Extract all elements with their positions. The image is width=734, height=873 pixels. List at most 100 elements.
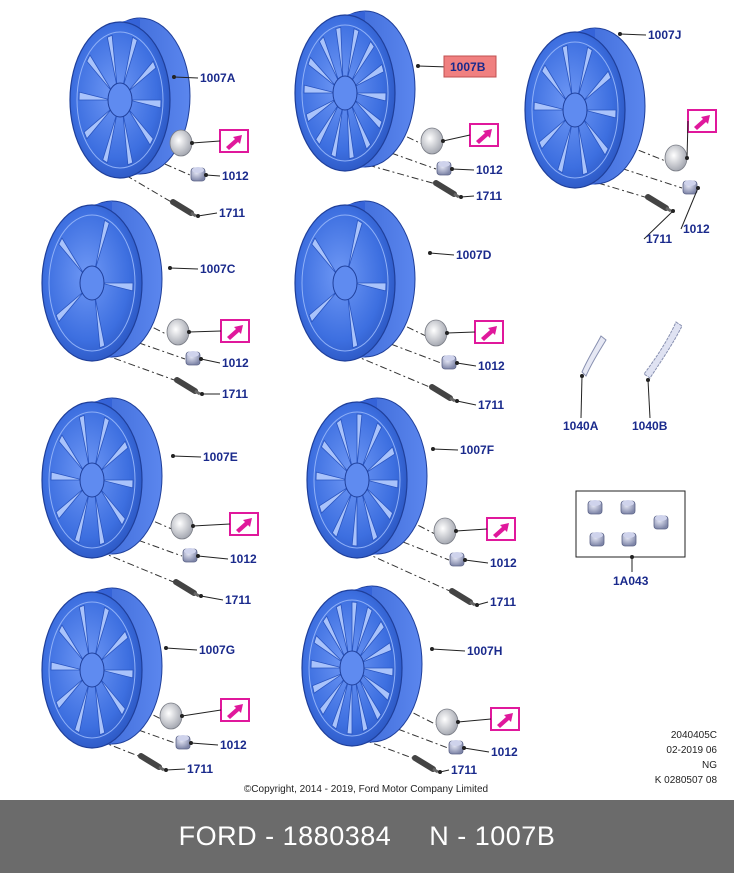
wheel-spoke [538, 117, 569, 150]
wheel-hub [562, 92, 588, 128]
wheel-rim-edge [313, 411, 401, 549]
wheel-spoke [94, 219, 110, 271]
leader-line [429, 252, 455, 256]
wheel-label: 1007E [203, 450, 238, 464]
nut-label: 1012 [490, 556, 517, 570]
centerline [99, 159, 174, 204]
leader-dot [180, 714, 184, 718]
leader-line [200, 358, 221, 364]
valve-label: 1711 [478, 398, 504, 412]
wheel-hub [344, 462, 370, 498]
wheel-spoke [541, 64, 569, 103]
center-cap [664, 144, 688, 172]
leader-dot [204, 173, 208, 177]
wheel-spoke [335, 26, 344, 81]
center-cap [435, 708, 459, 736]
wheel-nut-top [184, 548, 196, 554]
trim-b-label: 1040B [632, 419, 668, 433]
wheel-spoke [347, 219, 363, 271]
wheel-label: 1007A [200, 71, 236, 85]
nut-label: 1012 [222, 356, 249, 370]
leader-dot [696, 186, 700, 190]
leader-dot [196, 214, 200, 218]
leader-line [181, 709, 222, 717]
wheel-label: 1007B [450, 60, 486, 74]
wheel-spoke [98, 677, 126, 716]
wheel-spoke [58, 434, 86, 473]
wheel-spoke [583, 109, 617, 119]
wheel-rim-edge [301, 214, 389, 352]
wheel-nut-top [450, 740, 462, 746]
leader-dot [416, 64, 420, 68]
leader-dot [187, 330, 191, 334]
wheel-nut-top [438, 161, 450, 167]
wheel-spoke [311, 237, 339, 276]
wheel-rim-edge [48, 411, 136, 549]
copyright-notice: ©Copyright, 2014 - 2019, Ford Motor Comp… [244, 784, 488, 795]
valve-stem [412, 755, 436, 772]
wheel-rim-edge [48, 601, 136, 739]
leader-line [172, 455, 202, 458]
wheel-hub [79, 652, 105, 688]
wheel-rim-edge [301, 24, 389, 162]
leader-dot [200, 392, 204, 396]
leader-dot [455, 361, 459, 365]
leader-dot [164, 646, 168, 650]
wheel-spoke [100, 669, 134, 679]
wheel-spoke [303, 84, 337, 94]
wheel-spoke [83, 107, 114, 140]
wheel-spoke [577, 122, 589, 176]
wheel-spoke [86, 54, 114, 93]
parts-diagram: 1007A101217111007B101217111007J101217111… [41, 10, 718, 795]
valve-stem [173, 579, 197, 596]
valve-stem [645, 194, 669, 211]
trim-strip-a: 1040A [563, 335, 607, 433]
leader-line [456, 362, 477, 367]
wheel-spoke [355, 606, 373, 657]
wheel-spoke [100, 282, 134, 292]
wheel-spoke [319, 676, 346, 716]
wheel-hub [107, 82, 133, 118]
nut-label: 1012 [476, 163, 503, 177]
leader-line [192, 523, 231, 527]
wheel-spoke [55, 290, 86, 323]
wheel-nut-top [451, 552, 463, 558]
wheel-label: 1007J [648, 28, 681, 42]
wheel-spoke [336, 418, 353, 469]
footer-position: N - 1007B [429, 821, 556, 851]
wheel-spoke [315, 471, 349, 481]
center-cap [159, 702, 183, 730]
center-cap [170, 512, 194, 540]
leader-dot [199, 594, 203, 598]
leader-dot [462, 746, 466, 750]
wheel-spoke [307, 56, 338, 88]
wheel-spoke [557, 122, 573, 174]
leader-dot [199, 357, 203, 361]
wheel-rim-edge [76, 31, 164, 169]
wheel-spoke [335, 603, 349, 657]
leader-line [188, 330, 222, 333]
leader-line [197, 555, 229, 560]
leader-line [173, 76, 199, 79]
wheel-hub [79, 462, 105, 498]
valve-stem [429, 384, 453, 401]
wheel-spoke [122, 112, 134, 166]
wheel-hub [79, 265, 105, 301]
wheel-spoke [78, 414, 90, 468]
leader-dot [671, 209, 675, 213]
wheel-spoke [94, 492, 106, 546]
wheel-nut-top [187, 351, 199, 357]
valve-stem [138, 753, 162, 770]
wheel-spoke [122, 36, 138, 88]
caution-arrow [236, 518, 252, 533]
wheel-label: 1007H [467, 644, 502, 658]
info-ref: K 0280507 08 [655, 775, 718, 786]
wheel-spoke [361, 491, 378, 542]
wheel-label: 1007D [456, 248, 492, 262]
valve-label: 1711 [222, 387, 248, 401]
trim-a-label: 1040A [563, 419, 599, 433]
